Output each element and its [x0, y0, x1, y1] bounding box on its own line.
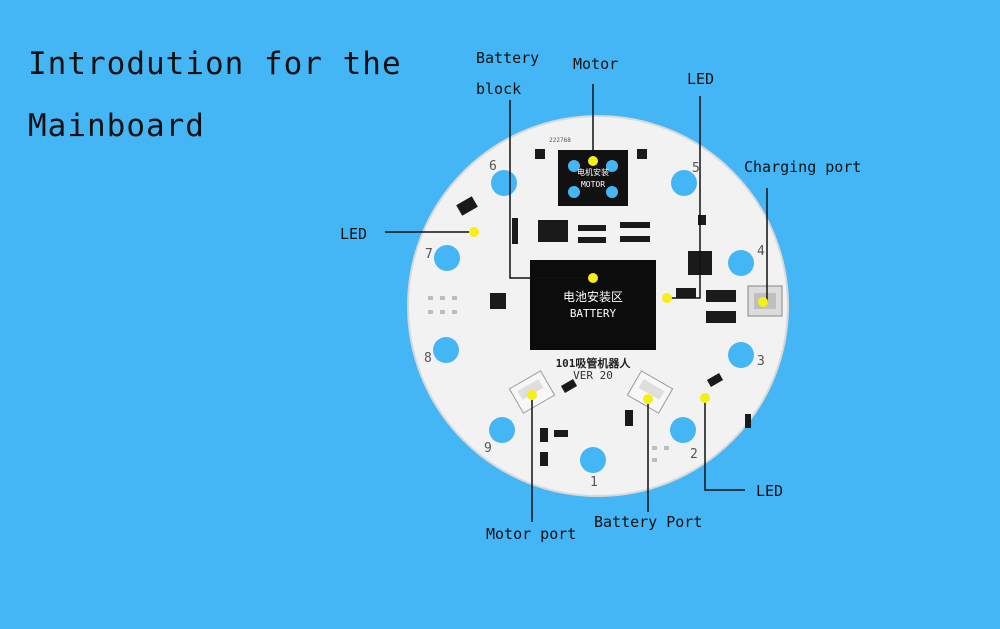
leader-line-led-bottom: [704, 398, 745, 491]
leader-line-led-top: [667, 96, 701, 299]
board-name: 101吸管机器人: [556, 356, 632, 370]
label-motor: Motor: [573, 55, 619, 73]
label-led-top: LED: [687, 70, 715, 88]
hole-number: 8: [424, 351, 432, 366]
marker-led-top: [662, 293, 672, 303]
mounting-hole: [580, 447, 606, 473]
battery-block-en: BATTERY: [570, 307, 617, 320]
mounting-hole: [434, 245, 460, 271]
hole-number: 5: [692, 161, 700, 176]
title-line-1: Introdution for the: [28, 46, 402, 82]
marker-led-bottom: [700, 393, 710, 403]
label-battery-port: Battery Port: [594, 513, 703, 531]
battery-block-cn: 电池安装区: [563, 289, 623, 304]
board-version: VER 20: [573, 369, 613, 382]
marker-charging-port: [758, 297, 768, 307]
marker-led-left: [469, 227, 479, 237]
marker-battery-block: [588, 273, 598, 283]
mounting-hole: [728, 342, 754, 368]
marker-motor-port: [527, 390, 537, 400]
mounting-hole: [728, 250, 754, 276]
hole-number: 6: [489, 159, 497, 174]
battery-port-connector: [626, 370, 674, 414]
label-battery-block-line2: block: [476, 80, 522, 98]
hole-number: 3: [757, 354, 765, 369]
mounting-hole: [670, 417, 696, 443]
leader-line-battery-block: [509, 100, 593, 279]
mounting-hole: [433, 337, 459, 363]
mounting-hole: [671, 170, 697, 196]
hole-number: 2: [690, 447, 698, 462]
hole-number: 7: [425, 247, 433, 262]
board-serial: 222768: [549, 137, 571, 144]
label-led-left: LED: [340, 225, 368, 243]
hole-number: 4: [757, 244, 765, 259]
label-charging-port: Charging port: [744, 158, 862, 176]
hole-number: 9: [484, 441, 492, 456]
motor-mount-cn: 电机安装: [577, 167, 609, 177]
hole-number: 1: [590, 475, 598, 490]
mounting-hole: [489, 417, 515, 443]
marker-battery-port: [643, 394, 653, 404]
marker-motor: [588, 156, 598, 166]
title-line-2: Mainboard: [28, 108, 205, 144]
mounting-holes: [433, 170, 754, 473]
label-battery-block-line1: Battery: [476, 49, 540, 67]
label-motor-port: Motor port: [486, 525, 577, 543]
label-led-bottom: LED: [756, 482, 784, 500]
motor-mount-en: MOTOR: [581, 180, 605, 189]
